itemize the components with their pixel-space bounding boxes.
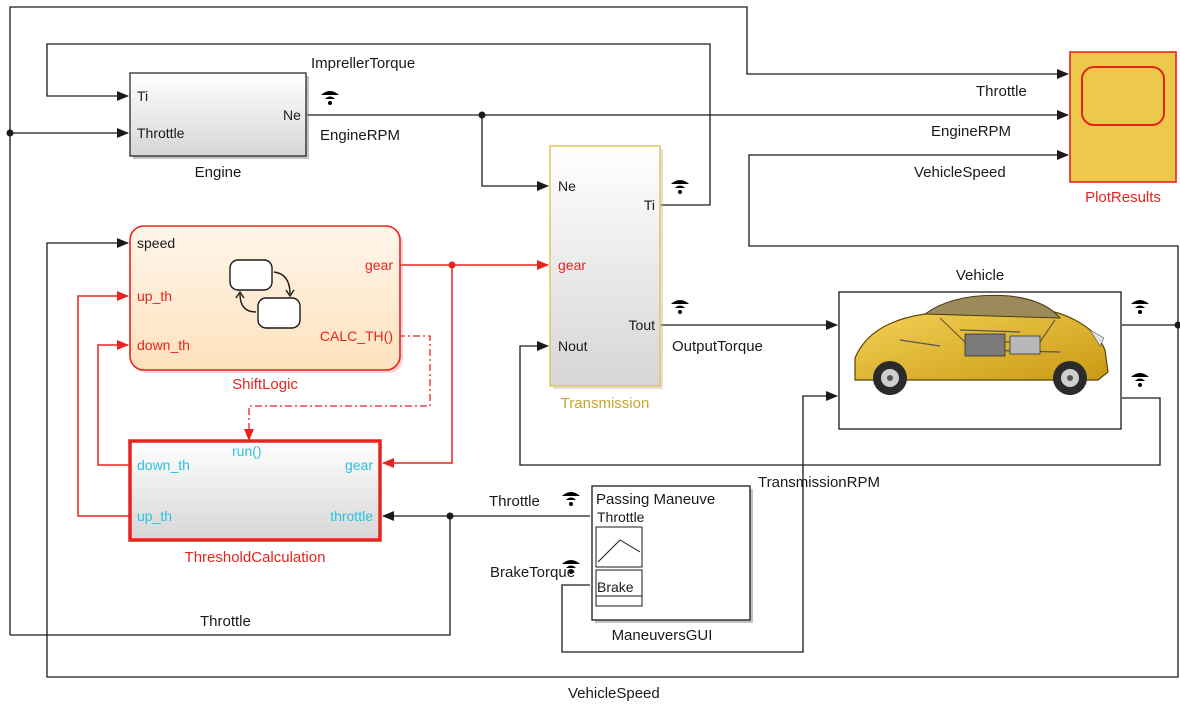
vehicle-block[interactable]: Vehicle xyxy=(839,267,1121,429)
transmission-port-nout: Nout xyxy=(558,338,588,354)
transmission-port-ne: Ne xyxy=(558,178,576,194)
maneuvers-plot-label-brake: Brake xyxy=(597,579,634,595)
engine-body[interactable] xyxy=(130,73,306,156)
transmission-port-gear: gear xyxy=(558,257,586,273)
threshold-port-up-th: up_th xyxy=(137,508,172,524)
plot-results-name: PlotResults xyxy=(1085,189,1161,206)
threshold-port-throttle: throttle xyxy=(330,508,373,524)
signal-logging-icon[interactable] xyxy=(671,300,689,314)
plot-results-block[interactable]: PlotResults xyxy=(1070,52,1176,206)
threshold-trigger-run: run() xyxy=(232,443,262,459)
vehicle-name: Vehicle xyxy=(956,267,1004,284)
signal-logging-icon[interactable] xyxy=(1131,373,1149,387)
throttle-profile-plot[interactable] xyxy=(596,527,642,567)
shift-logic-block[interactable]: speed up_th down_th gear CALC_TH() Shift… xyxy=(130,226,403,393)
label-throttle-gui: Throttle xyxy=(489,493,540,510)
transmission-port-tout: Tout xyxy=(629,317,656,333)
branch-point xyxy=(447,513,454,520)
signal-logging-icon[interactable] xyxy=(321,91,339,105)
wire-up-th[interactable] xyxy=(78,296,130,516)
branch-point xyxy=(7,130,14,137)
shift-port-down-th: down_th xyxy=(137,337,190,353)
transmission-port-ti: Ti xyxy=(644,197,655,213)
wire-engine-rpm-to-transmission[interactable] xyxy=(482,115,548,186)
label-engine-rpm-plot: EngineRPM xyxy=(931,123,1011,140)
branch-point xyxy=(1175,322,1180,329)
threshold-port-gear: gear xyxy=(345,457,373,473)
signal-logging-icon[interactable] xyxy=(1131,300,1149,314)
shift-logic-name: ShiftLogic xyxy=(232,376,298,393)
shift-port-calc-th: CALC_TH() xyxy=(320,328,393,344)
label-vehicle-speed-plot: VehicleSpeed xyxy=(914,164,1006,181)
engine-port-ne: Ne xyxy=(283,107,301,123)
engine-port-throttle: Throttle xyxy=(137,125,185,141)
engine-port-ti: Ti xyxy=(137,88,148,104)
branch-point xyxy=(449,262,456,269)
shift-port-speed: speed xyxy=(137,235,175,251)
label-impeller-torque: ImprellerTorque xyxy=(311,55,415,72)
label-transmission-rpm: TransmissionRPM xyxy=(758,474,880,491)
threshold-calculation-block[interactable]: run() down_th up_th gear throttle Thresh… xyxy=(130,441,380,566)
transmission-name: Transmission xyxy=(561,395,650,412)
label-throttle-bottom: Throttle xyxy=(200,613,251,630)
shift-port-gear: gear xyxy=(365,257,393,273)
wire-down-th[interactable] xyxy=(98,345,130,465)
signal-logging-icon[interactable] xyxy=(562,492,580,506)
transmission-block[interactable]: Ne gear Nout Ti Tout Transmission xyxy=(550,146,663,412)
engine-name: Engine xyxy=(195,164,242,181)
engine-block[interactable]: Ti Throttle Ne Engine xyxy=(130,73,309,181)
shift-port-up-th: up_th xyxy=(137,288,172,304)
threshold-port-down-th: down_th xyxy=(137,457,190,473)
label-vehicle-speed-bottom: VehicleSpeed xyxy=(568,685,660,702)
maneuvers-gui-block[interactable]: Passing Maneuve Throttle Brake Maneuvers… xyxy=(592,486,753,644)
maneuvers-gui-name: ManeuversGUI xyxy=(612,627,713,644)
label-throttle-top: Throttle xyxy=(976,83,1027,100)
threshold-name: ThresholdCalculation xyxy=(185,549,326,566)
signal-logging-icon[interactable] xyxy=(671,180,689,194)
branch-point xyxy=(479,112,486,119)
maneuvers-title: Passing Maneuve xyxy=(596,491,715,508)
label-engine-rpm: EngineRPM xyxy=(320,127,400,144)
label-brake-torque: BrakeTorque xyxy=(490,564,575,581)
label-output-torque: OutputTorque xyxy=(672,338,763,355)
maneuvers-plot-label-throttle: Throttle xyxy=(597,509,645,525)
